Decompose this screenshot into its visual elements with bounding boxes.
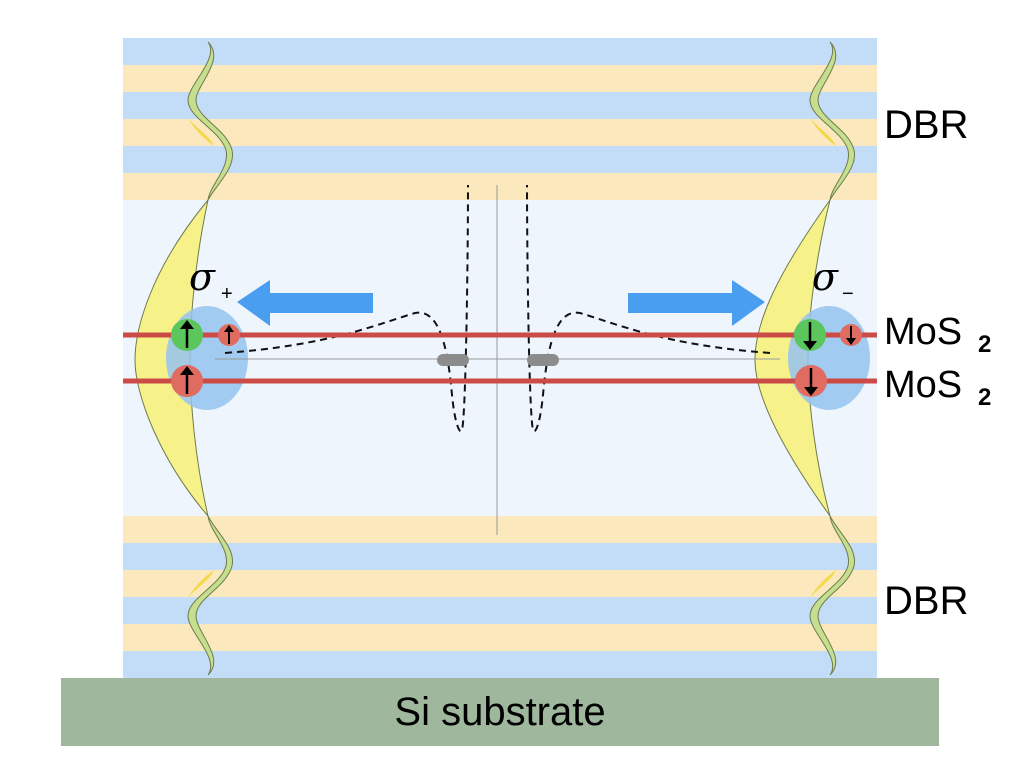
mos2-top-subscript: 2 <box>978 331 991 358</box>
si-substrate <box>61 678 939 746</box>
mos2-top-label: MoS <box>884 311 962 353</box>
field-dbr-gold-bottom <box>188 570 214 598</box>
spin-down-icon <box>840 324 862 346</box>
spin-down-icon <box>795 365 827 397</box>
potential-curve <box>224 184 469 433</box>
field-dbr-gold-top <box>810 118 836 146</box>
substrate-label: Si substrate <box>394 690 605 734</box>
dbr-layer-blue <box>123 651 877 678</box>
sigma-plus-label: σ <box>189 255 216 299</box>
dbr-layer-blue <box>123 597 877 624</box>
dbr-layer-blue <box>123 146 877 173</box>
dbr-layer-blue <box>123 543 877 570</box>
dbr-top-label: DBR <box>884 103 968 147</box>
gate-electrode-left <box>437 354 469 366</box>
field-dbr-gold-bottom <box>810 570 836 598</box>
dbr-layer-blue <box>123 92 877 119</box>
dbr-layer-blue <box>123 38 877 65</box>
dbr-top-stack <box>123 38 877 200</box>
dbr-bottom-stack <box>123 516 877 678</box>
dbr-layer-orange <box>123 516 877 543</box>
spin-up-icon <box>171 319 203 351</box>
dbr-layer-orange <box>123 119 877 146</box>
dbr-layer-orange <box>123 173 877 200</box>
dbr-layer-orange <box>123 65 877 92</box>
field-dbr-wave-bottom <box>187 515 233 676</box>
dbr-bottom-label: DBR <box>884 579 968 623</box>
spin-down-icon <box>794 319 826 351</box>
mos2-bottom-subscript: 2 <box>978 384 991 411</box>
mos2-bottom-label: MoS <box>884 364 962 406</box>
dbr-layer-orange <box>123 570 877 597</box>
field-dbr-wave-bottom <box>809 515 855 676</box>
field-dbr-wave-top <box>809 41 855 201</box>
cavity-region <box>123 200 877 516</box>
sigma-minus-subscript: − <box>842 283 854 305</box>
arrow-left-icon <box>237 280 373 326</box>
sigma-plus-subscript: + <box>221 283 233 305</box>
field-dbr-wave-top <box>187 41 233 201</box>
spin-up-icon <box>171 365 203 397</box>
arrow-right-icon <box>628 280 765 326</box>
exciton-cloud-right <box>788 306 870 410</box>
field-dbr-gold-top <box>188 118 214 146</box>
potential-curve <box>526 184 771 433</box>
gate-electrode-right <box>527 354 559 366</box>
sigma-minus-label: σ <box>812 255 839 299</box>
dbr-layer-orange <box>123 624 877 651</box>
spin-up-icon <box>218 324 240 346</box>
